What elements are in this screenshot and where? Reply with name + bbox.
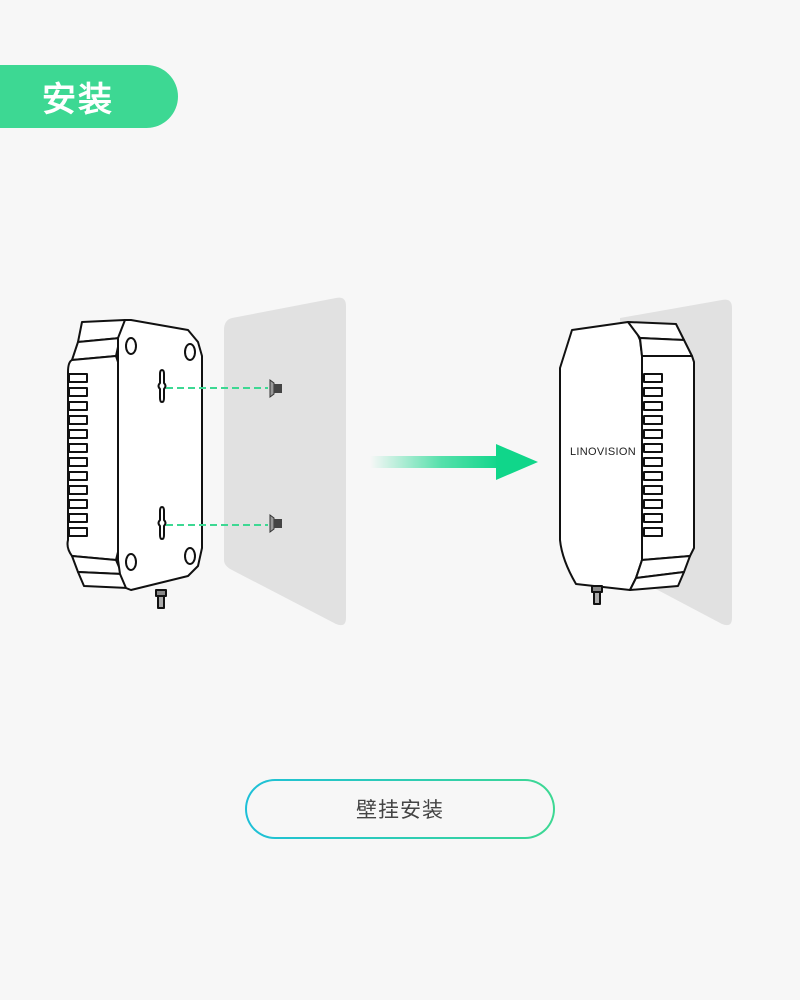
alignment-guides <box>166 387 268 526</box>
wall-panel-left <box>224 297 346 626</box>
caption-label: 壁挂安装 <box>356 798 444 822</box>
wall-screw-bottom <box>269 514 282 533</box>
wall-screw-top <box>269 379 282 398</box>
arrow-right-icon <box>370 444 538 480</box>
caption-pill: 壁挂安装 <box>245 779 555 839</box>
device-back-view <box>66 319 203 609</box>
section-title: 安装 <box>42 80 114 120</box>
device-brand-label: LINOVISION <box>570 446 636 458</box>
device-mounted-view <box>559 321 695 605</box>
section-title-tag: 安装 <box>0 65 178 128</box>
